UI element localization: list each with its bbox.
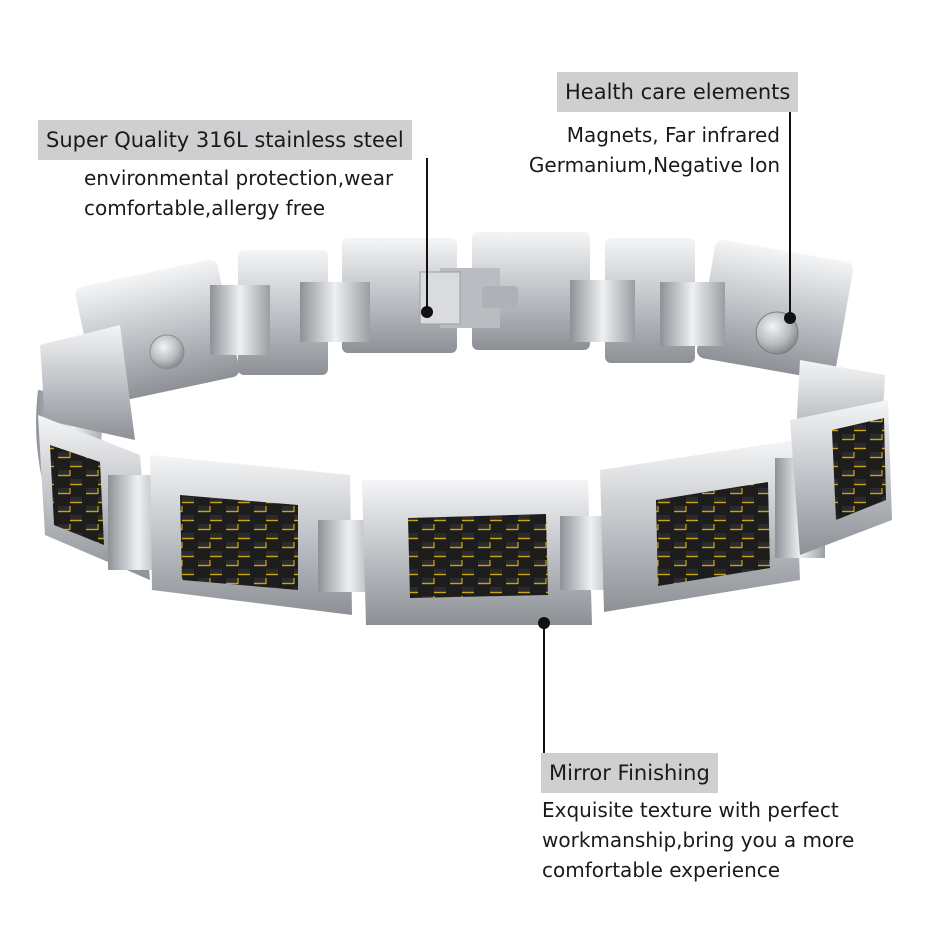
steel-callout-title: Super Quality 316L stainless steel	[38, 120, 412, 160]
mirror-description-line: comfortable experience	[542, 858, 781, 882]
health-description-line: Magnets, Far infrared	[566, 123, 780, 147]
health-callout-description: Magnets, Far infrared Germanium,Negative…	[529, 120, 780, 180]
health-description-line: Germanium,Negative Ion	[528, 153, 780, 177]
mirror-description-line: workmanship,bring you a more	[542, 828, 855, 852]
bracelet-back-links	[75, 232, 854, 405]
callout-pointers	[421, 110, 796, 755]
steel-callout-description: environmental protection,wear comfortabl…	[84, 163, 393, 223]
bracelet-front-links	[38, 400, 892, 625]
mirror-callout-title: Mirror Finishing	[541, 753, 718, 793]
steel-description-line: comfortable,allergy free	[84, 196, 326, 220]
mirror-description-line: Exquisite texture with perfect	[542, 798, 839, 822]
mirror-callout-description: Exquisite texture with perfect workmansh…	[542, 795, 854, 885]
steel-description-line: environmental protection,wear	[84, 166, 394, 190]
health-callout-title: Health care elements	[557, 72, 799, 112]
